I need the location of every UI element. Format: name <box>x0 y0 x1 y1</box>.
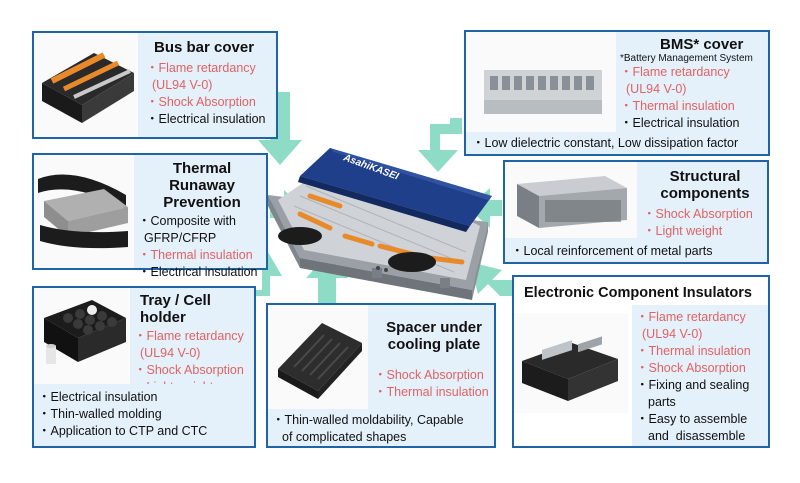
arrow-bms <box>418 118 462 172</box>
structural-title: Structural <box>669 168 741 185</box>
tray-note: Thin-walled molding <box>38 406 254 423</box>
bus-bar-feature: Flame retardancy <box>146 60 276 77</box>
bus-bar-cover-image <box>34 33 138 137</box>
structural-feature: Shock Absorption <box>643 206 767 223</box>
electronic-feature: and disassemble <box>648 429 746 443</box>
bus-bar-cover-card: Bus bar cover Flame retardancy (UL94 V-0… <box>32 31 278 139</box>
spacer-feature: Thermal insulation <box>374 384 494 401</box>
bms-cover-image <box>466 32 616 132</box>
bms-cover-title: BMS* cover <box>660 36 744 53</box>
spacer-note-2: of complicated shapes <box>282 430 407 444</box>
structural-card: Structural components Shock Absorption L… <box>503 160 769 264</box>
thermal-runaway-card: Thermal Runaway Prevention Composite wit… <box>32 153 268 279</box>
tray-feature: (UL94 V-0) <box>140 346 201 360</box>
structural-feature: Light weight <box>643 223 767 240</box>
thermal-runaway-title-2: Prevention <box>163 194 241 211</box>
bus-bar-feature: Shock Absorption <box>146 94 276 111</box>
bms-feature: Flame retardancy <box>620 64 768 81</box>
electronic-feature: Easy to assemble <box>636 411 768 428</box>
spacer-image <box>268 305 368 409</box>
bms-feature: Electrical insulation <box>620 115 768 132</box>
electronic-feature: (UL94 V-0) <box>642 327 703 341</box>
tray-feature: Shock Absorption <box>134 362 254 379</box>
electronic-feature: Flame retardancy <box>636 309 768 326</box>
bus-bar-feature: (UL94 V-0) <box>152 78 213 92</box>
spacer-feature: Shock Absorption <box>374 367 494 384</box>
spacer-note: Thin-walled moldability, Capable <box>272 412 494 429</box>
spacer-card: Spacer under cooling plate Shock Absorpt… <box>266 303 496 448</box>
thermal-feature: Thermal insulation <box>138 247 266 264</box>
thermal-feature: Composite with <box>138 213 266 230</box>
spacer-title-2: cooling plate <box>387 336 481 353</box>
bms-feature: (UL94 V-0) <box>626 82 687 96</box>
thermal-feature: GFRP/CFRP <box>144 231 217 245</box>
electronic-card: Electronic Component Insulators Flame re… <box>512 275 770 448</box>
bms-note: Low dielectric constant, Low dissipation… <box>472 135 768 152</box>
arrow-structural <box>468 188 502 228</box>
bus-bar-cover-title: Bus bar cover <box>154 39 255 56</box>
structural-title-2: components <box>660 185 750 202</box>
tray-note: Application to CTP and CTC <box>38 423 254 440</box>
electronic-feature: Fixing and sealing <box>636 377 768 394</box>
thermal-runaway-title: Thermal Runaway <box>169 160 235 194</box>
electronic-feature: Thermal insulation <box>636 343 768 360</box>
thermal-feature: Electrical insulation <box>138 264 266 281</box>
electronic-feature: Shock Absorption <box>636 360 768 377</box>
spacer-title: Spacer under <box>386 319 482 336</box>
structural-image <box>505 162 637 238</box>
bms-footnote: *Battery Management System <box>620 53 753 64</box>
thermal-runaway-image <box>34 155 134 268</box>
electronic-title: Electronic Component Insulators <box>524 285 752 301</box>
tray-note: Electrical insulation <box>38 389 254 406</box>
bms-feature: Thermal insulation <box>620 98 768 115</box>
bus-bar-feature: Electrical insulation <box>146 111 276 128</box>
bms-cover-card: BMS* cover *Battery Management System Fl… <box>464 30 770 156</box>
tray-title: Tray / Cell holder <box>140 292 211 326</box>
tray-image <box>34 288 130 384</box>
electronic-feature: parts <box>648 395 676 409</box>
electronic-image <box>514 313 628 413</box>
arrow-bus-bar <box>258 92 302 165</box>
tray-card: Tray / Cell holder Flame retardancy (UL9… <box>32 286 256 448</box>
tray-feature: Flame retardancy <box>134 328 254 345</box>
structural-note: Local reinforcement of metal parts <box>511 243 767 260</box>
arrow-electronic <box>470 262 512 296</box>
